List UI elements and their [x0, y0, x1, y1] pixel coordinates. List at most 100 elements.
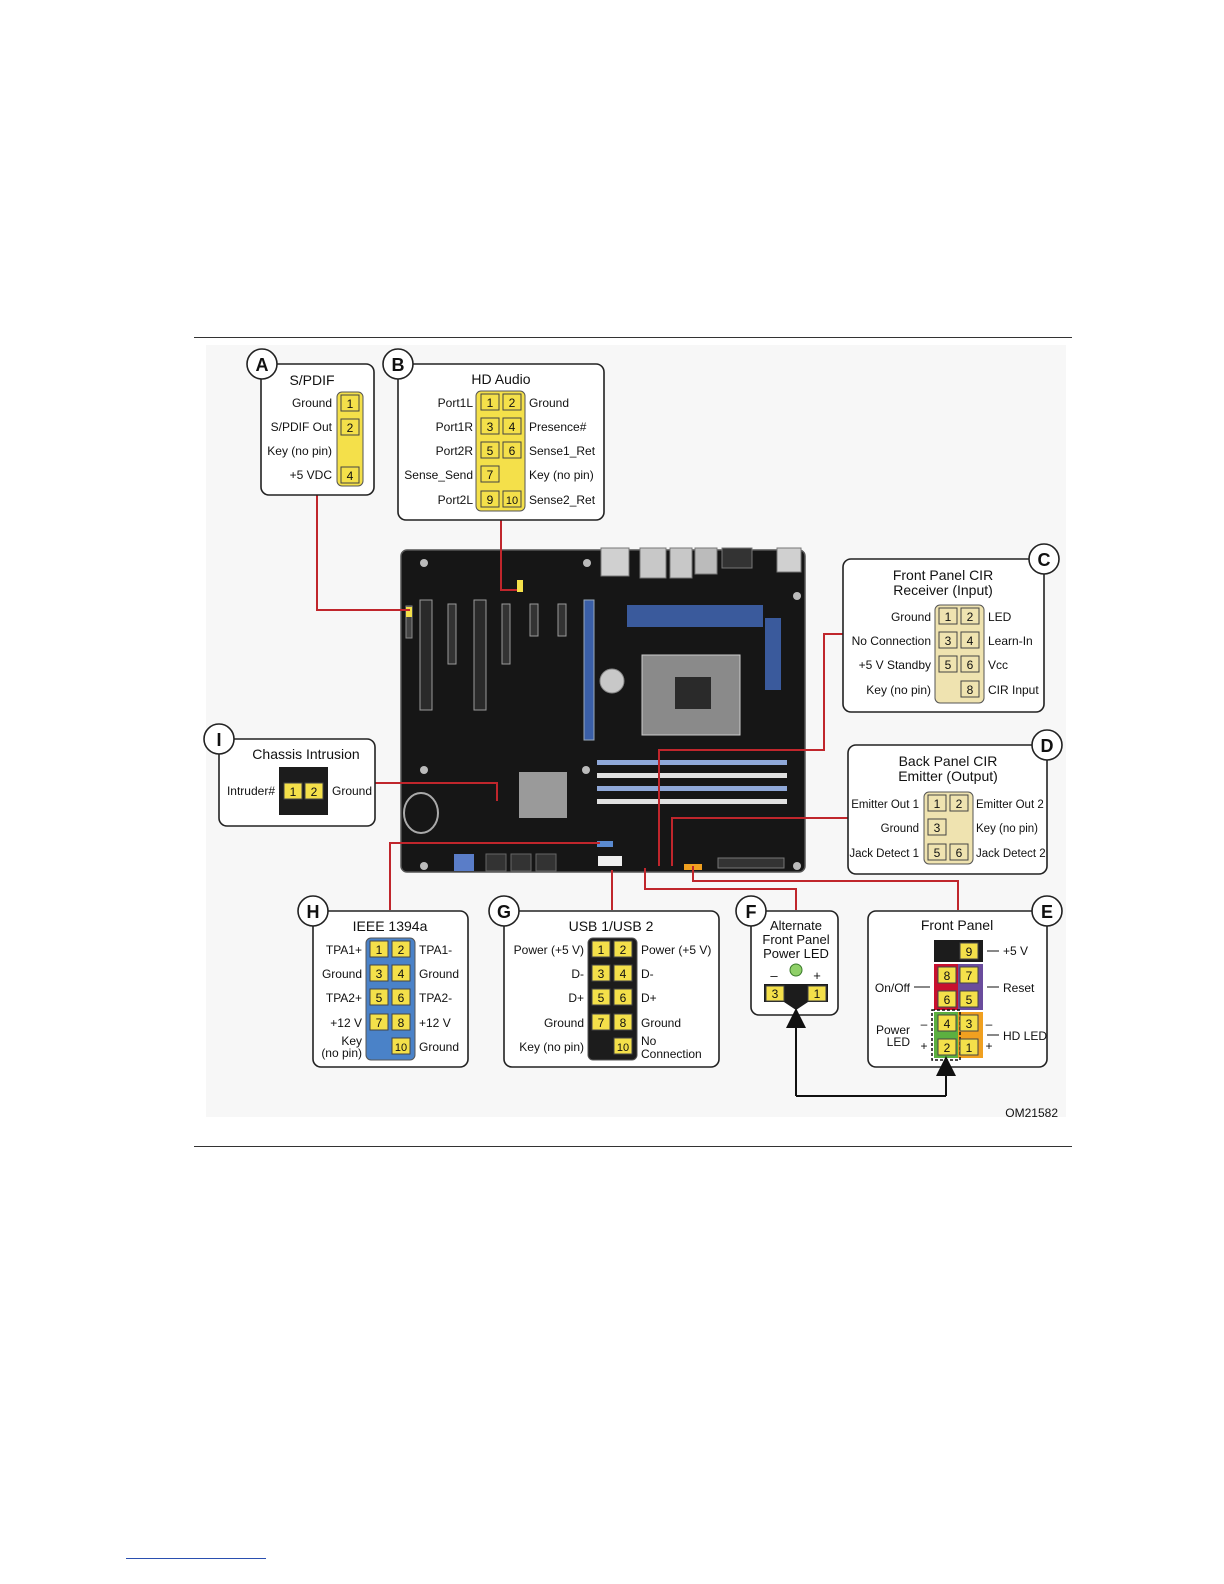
pin-grid: 1 2 3 4 5 6 7 8 10 [369, 940, 411, 1055]
pin-number: 1 [376, 943, 383, 957]
pin [959, 1038, 979, 1056]
pin-label: +12 V [330, 1016, 362, 1030]
dimm-slot [597, 760, 787, 765]
pcie-x16-slot [583, 599, 595, 741]
expansion-slot [501, 603, 511, 665]
pin-number: 7 [487, 468, 494, 482]
callout-badge [382, 348, 414, 380]
pin-number: 8 [398, 1016, 405, 1030]
callout-letter: F [746, 902, 757, 922]
pin-label: Presence# [529, 420, 587, 434]
leader-line-d [671, 817, 848, 866]
expansion-slot [447, 603, 457, 665]
pin-label: Connection [641, 1047, 702, 1061]
pin [591, 1013, 611, 1031]
pin-label: TPA1- [419, 943, 452, 957]
pin [960, 631, 980, 649]
leader-line-f [644, 868, 797, 910]
pin-number: 7 [966, 969, 973, 983]
pin [937, 1014, 957, 1032]
expansion-slot [405, 605, 413, 639]
vrm-heatsink [627, 605, 763, 627]
io-shield-port [721, 547, 753, 569]
polarity-plus: + [920, 1039, 927, 1053]
pin [304, 782, 324, 800]
sata-port [485, 853, 507, 872]
led-indicator [789, 963, 803, 977]
pin-label: Sense_Send [404, 468, 473, 482]
pin-label: No Connection [852, 634, 931, 648]
pin [480, 417, 500, 435]
pin-label: CIR Input [988, 683, 1039, 697]
mounting-hole [793, 592, 801, 600]
board-header-spdif [406, 607, 412, 617]
callout-badge [297, 895, 329, 927]
pin-number: 2 [944, 1041, 951, 1055]
pin-label: Ground [419, 967, 459, 981]
callout-title: IEEE 1394a [353, 918, 428, 934]
pin [613, 1037, 633, 1055]
pin-number: 4 [398, 967, 405, 981]
pin [613, 964, 633, 982]
pin [391, 1037, 411, 1055]
pin-label: Port2L [438, 493, 474, 507]
callout-title: Front Panel CIR [893, 567, 993, 583]
pin-number: 2 [967, 610, 974, 624]
pin-number: 7 [376, 1016, 383, 1030]
footnote-rule [126, 1558, 266, 1559]
pin [391, 940, 411, 958]
pin-label: Ground [891, 610, 931, 624]
pin-label: No [641, 1034, 657, 1048]
pin [480, 441, 500, 459]
pin-label: Ground [322, 967, 362, 981]
mounting-hole [420, 559, 428, 567]
pin-label: Vcc [988, 658, 1008, 672]
mounting-hole [420, 766, 428, 774]
pin-label: TPA2- [419, 991, 452, 1005]
dimm-slot [597, 786, 787, 791]
pin-number: 2 [956, 797, 963, 811]
pin-grid: 1 2 4 [336, 391, 364, 487]
pin [369, 1013, 389, 1031]
pin-number: 1 [945, 610, 952, 624]
pin-label: Ground [641, 1016, 681, 1030]
pin-number: 3 [966, 1017, 973, 1031]
pin [959, 966, 979, 984]
expansion-slot [529, 603, 539, 637]
pin-number: 3 [934, 821, 941, 835]
pin-label: +5 V [1003, 944, 1028, 958]
bottom-rule [194, 1146, 1072, 1147]
pin-label: Intruder# [227, 784, 275, 798]
pin [927, 818, 947, 836]
pin-label: Jack Detect 1 [849, 848, 919, 860]
pin-number: 6 [398, 991, 405, 1005]
pin-number: 3 [376, 967, 383, 981]
pin [613, 988, 633, 1006]
pin-number: 7 [598, 1016, 605, 1030]
pin-label: Sense2_Ret [529, 493, 596, 507]
header-shroud [336, 391, 364, 487]
pin-grid: 1 2 3 4 5 6 7 8 10 [591, 940, 633, 1055]
leader-line-i [375, 782, 498, 801]
pin [480, 465, 500, 483]
pin-label: Power (+5 V) [641, 943, 711, 957]
callout-letter: D [1041, 736, 1054, 756]
polarity-minus: – [986, 1017, 993, 1031]
pin-number: 1 [347, 397, 354, 411]
pin-number: 1 [487, 396, 494, 410]
pin [937, 1038, 957, 1056]
pin-number: 5 [966, 993, 973, 1007]
pin-number: 8 [944, 969, 951, 983]
pin-label: Power [876, 1023, 910, 1037]
callout-badge [1031, 895, 1063, 927]
pin [369, 964, 389, 982]
pin-label: Port1L [438, 396, 474, 410]
sata-port [510, 853, 532, 872]
leader-line-e [692, 866, 959, 910]
figure-id: OM21582 [1005, 1106, 1058, 1120]
pin [480, 490, 500, 508]
pin [340, 394, 360, 412]
pin-label: D+ [568, 991, 584, 1005]
pin-number: 2 [398, 943, 405, 957]
